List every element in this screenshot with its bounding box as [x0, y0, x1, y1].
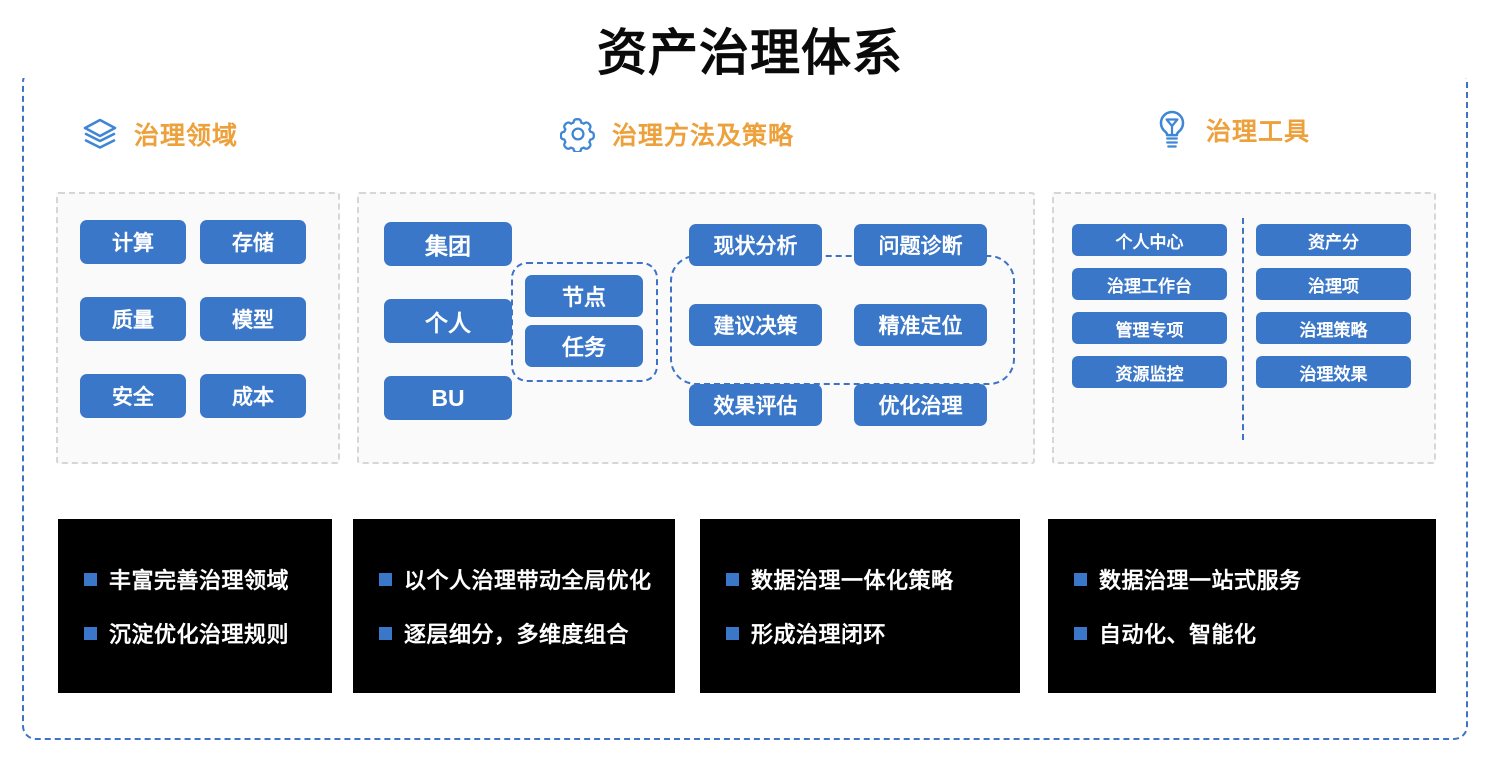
- benefit-card: 丰富完善治理领域 沉淀优化治理规则: [58, 519, 332, 693]
- bullet-label: 逐层细分，多维度组合: [404, 622, 630, 647]
- column-header-domains: 治理领域: [80, 112, 238, 156]
- square-bullet-icon: [726, 572, 739, 586]
- square-bullet-icon: [379, 572, 392, 586]
- bullet-label: 形成治理闭环: [751, 622, 887, 647]
- tool-chip[interactable]: 资源监控: [1072, 356, 1227, 388]
- page-title: 资产治理体系: [0, 28, 1500, 78]
- cycle-chip[interactable]: 精准定位: [854, 304, 987, 346]
- square-bullet-icon: [726, 626, 739, 640]
- benefit-card: 数据治理一体化策略 形成治理闭环: [700, 519, 1020, 693]
- bullet-label: 丰富完善治理领域: [109, 568, 290, 593]
- square-bullet-icon: [1074, 626, 1087, 640]
- bullet-item: 逐层细分，多维度组合: [379, 617, 675, 649]
- square-bullet-icon: [379, 626, 392, 640]
- cycle-chip[interactable]: 现状分析: [689, 224, 822, 266]
- governance-cycle-dashed-group: [670, 255, 1015, 385]
- square-bullet-icon: [1074, 572, 1087, 586]
- granularity-dashed-group: [511, 262, 658, 382]
- domain-chip[interactable]: 计算: [80, 220, 186, 264]
- column-header-label: 治理工具: [1206, 118, 1311, 146]
- bullet-label: 沉淀优化治理规则: [109, 622, 290, 647]
- bullet-item: 数据治理一体化策略: [726, 563, 1020, 595]
- benefit-card: 以个人治理带动全局优化 逐层细分，多维度组合: [353, 519, 675, 693]
- scope-chip[interactable]: 个人: [384, 299, 512, 343]
- cycle-chip[interactable]: 优化治理: [854, 384, 987, 426]
- tool-chip[interactable]: 治理工作台: [1072, 268, 1227, 300]
- square-bullet-icon: [84, 626, 97, 640]
- tools-left-column: 个人中心 治理工作台 管理专项 资源监控: [1072, 224, 1227, 388]
- tool-chip[interactable]: 资产分: [1256, 224, 1411, 256]
- granularity-chip[interactable]: 任务: [525, 325, 643, 367]
- tool-chip[interactable]: 治理项: [1256, 268, 1411, 300]
- bullet-item: 数据治理一站式服务: [1074, 563, 1436, 595]
- scope-chip-column: 集团 个人 BU: [384, 222, 512, 420]
- cycle-chip[interactable]: 效果评估: [689, 384, 822, 426]
- scope-chip[interactable]: 集团: [384, 222, 512, 266]
- domain-chip[interactable]: 安全: [80, 374, 186, 418]
- layers-icon: [80, 114, 120, 154]
- tool-chip[interactable]: 治理策略: [1256, 312, 1411, 344]
- bullet-item: 形成治理闭环: [726, 617, 1020, 649]
- bullet-item: 沉淀优化治理规则: [84, 617, 332, 649]
- scope-chip[interactable]: BU: [384, 376, 512, 420]
- bullet-label: 自动化、智能化: [1099, 622, 1257, 647]
- gear-icon: [558, 114, 598, 154]
- bullet-item: 丰富完善治理领域: [84, 563, 332, 595]
- tool-chip[interactable]: 管理专项: [1072, 312, 1227, 344]
- governance-cycle-chip-grid: 现状分析 问题诊断 建议决策 精准定位 效果评估 优化治理: [689, 224, 987, 426]
- tools-column-divider: [1242, 218, 1244, 440]
- column-header-methods: 治理方法及策略: [558, 112, 794, 156]
- cycle-chip[interactable]: 问题诊断: [854, 224, 987, 266]
- tool-chip[interactable]: 治理效果: [1256, 356, 1411, 388]
- tool-chip[interactable]: 个人中心: [1072, 224, 1227, 256]
- bullet-item: 自动化、智能化: [1074, 617, 1436, 649]
- bullet-label: 数据治理一体化策略: [751, 568, 954, 593]
- column-header-tools: 治理工具: [1152, 108, 1310, 152]
- tools-right-column: 资产分 治理项 治理策略 治理效果: [1256, 224, 1411, 388]
- cycle-chip[interactable]: 建议决策: [689, 304, 822, 346]
- bullet-label: 数据治理一站式服务: [1099, 568, 1302, 593]
- lightbulb-icon: [1152, 110, 1192, 150]
- domain-chip[interactable]: 成本: [200, 374, 306, 418]
- column-header-label: 治理领域: [134, 122, 239, 150]
- square-bullet-icon: [84, 572, 97, 586]
- domain-chip[interactable]: 模型: [200, 297, 306, 341]
- column-header-label: 治理方法及策略: [612, 122, 795, 150]
- bullet-label: 以个人治理带动全局优化: [404, 568, 652, 593]
- bullet-item: 以个人治理带动全局优化: [379, 563, 675, 595]
- granularity-chip[interactable]: 节点: [525, 275, 643, 317]
- granularity-chip-column: 节点 任务: [525, 275, 643, 367]
- domain-chip-grid: 计算 存储 质量 模型 安全 成本: [80, 220, 306, 418]
- benefit-card: 数据治理一站式服务 自动化、智能化: [1048, 519, 1436, 693]
- domain-chip[interactable]: 存储: [200, 220, 306, 264]
- domain-chip[interactable]: 质量: [80, 297, 186, 341]
